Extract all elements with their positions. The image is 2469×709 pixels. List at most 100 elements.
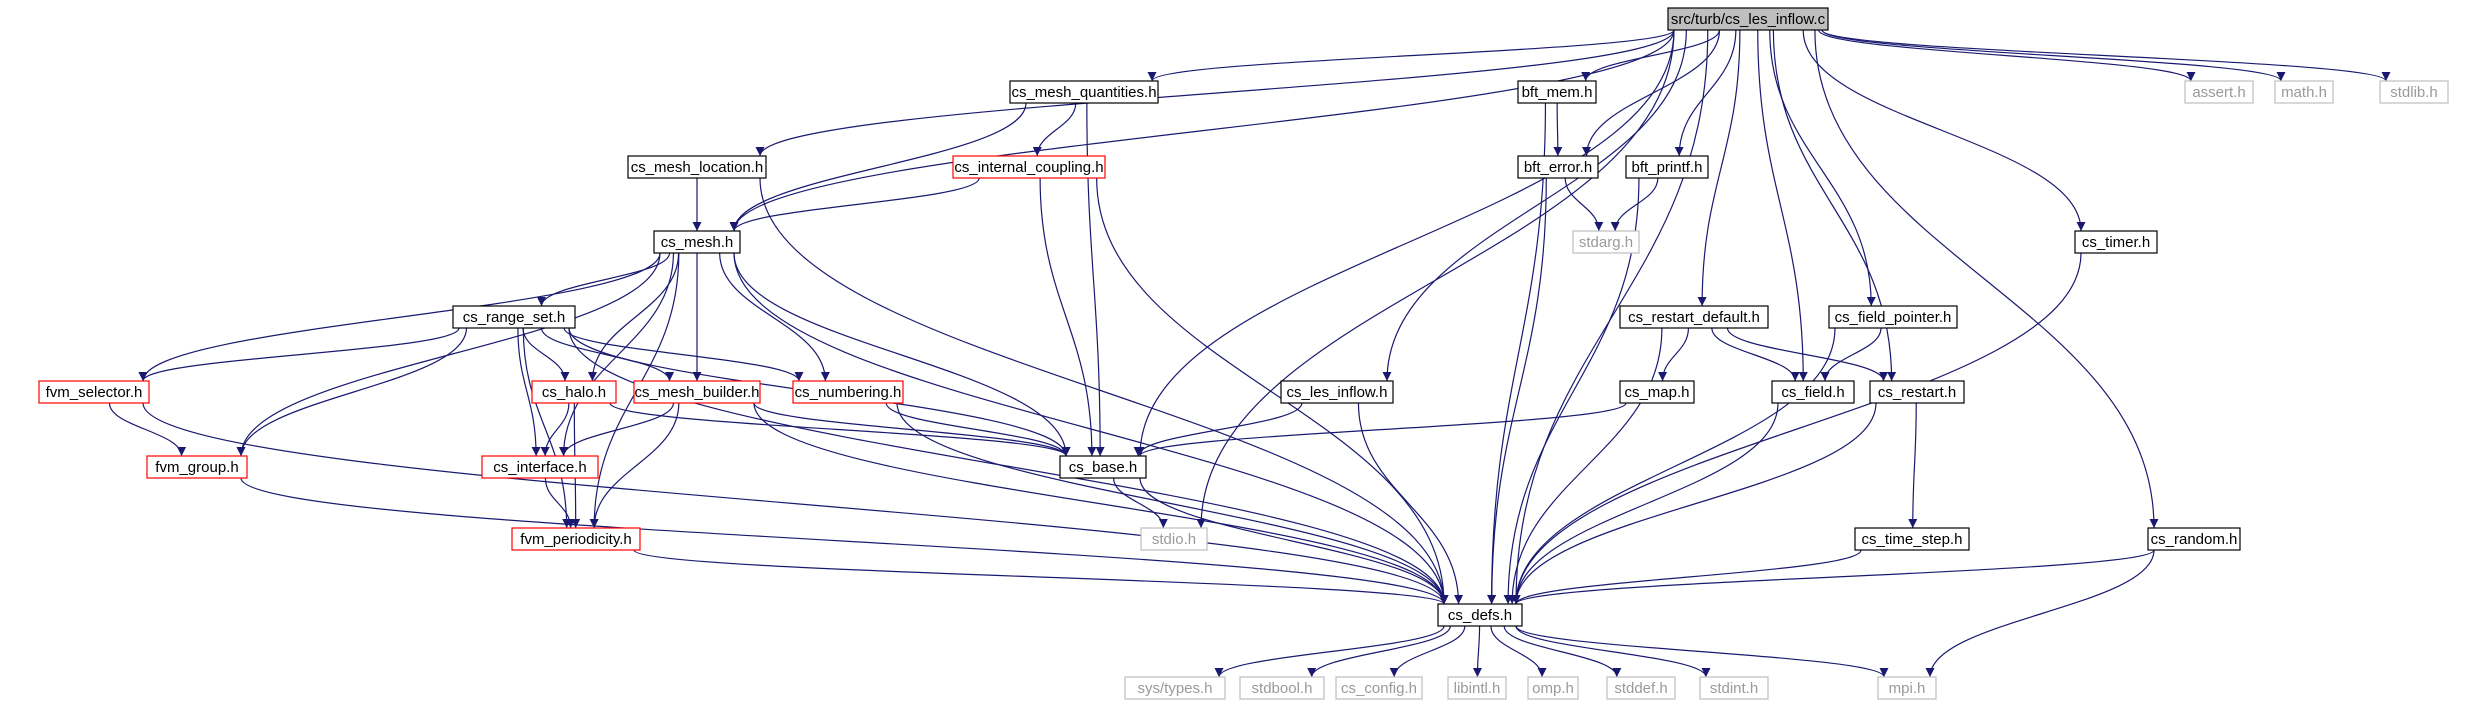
edge-root-to-defs bbox=[1511, 29, 1709, 605]
edge-random-to-defs bbox=[1511, 549, 2155, 605]
node-mesh-quantities[interactable]: cs_mesh_quantities.h bbox=[1009, 80, 1159, 104]
edge-mesh-to-fvm_selector bbox=[138, 252, 661, 382]
node-label: cs_mesh_quantities.h bbox=[1011, 84, 1156, 101]
edge-range_set-to-fvm_periodicity bbox=[522, 327, 572, 529]
node-mesh[interactable]: cs_mesh.h bbox=[653, 230, 741, 254]
edge-base-to-stdio bbox=[1113, 477, 1168, 529]
edge-restart-to-defs bbox=[1511, 402, 1877, 605]
edge-bft_mem-to-bft_error bbox=[1553, 102, 1563, 157]
node-label: cs_time_step.h bbox=[1862, 531, 1963, 548]
edge-timer-to-defs bbox=[1511, 252, 2082, 605]
node-fvm-selector[interactable]: fvm_selector.h bbox=[38, 380, 150, 404]
node-box bbox=[1437, 603, 1523, 627]
node-field[interactable]: cs_field.h bbox=[1771, 380, 1855, 404]
node-mesh-builder[interactable]: cs_mesh_builder.h bbox=[633, 380, 761, 404]
edge-root-to-field_pointer bbox=[1769, 29, 1876, 307]
node-label: cs_random.h bbox=[2151, 531, 2238, 548]
node-box bbox=[1239, 676, 1325, 700]
header-nodes: src/turb/cs_les_inflow.c cs_mesh_location… bbox=[38, 7, 2449, 700]
node-time-step[interactable]: cs_time_step.h bbox=[1854, 527, 1970, 551]
node-stdbool: stdbool.h bbox=[1239, 676, 1325, 700]
edge-root-to-stdlib bbox=[1821, 29, 2391, 82]
node-box bbox=[2147, 527, 2241, 551]
edge-root-to-timer bbox=[1802, 29, 2086, 232]
edge-range_set-to-halo bbox=[522, 327, 570, 382]
edge-fvm_group-to-defs bbox=[240, 477, 1449, 605]
edge-defs-to-sys_types bbox=[1214, 625, 1445, 678]
edge-root-to-base bbox=[1135, 29, 1675, 457]
node-halo[interactable]: cs_halo.h bbox=[531, 380, 617, 404]
node-fvm-group[interactable]: fvm_group.h bbox=[146, 455, 248, 479]
edge-mesh-to-interface bbox=[559, 252, 675, 457]
node-restart-default[interactable]: cs_restart_default.h bbox=[1619, 305, 1769, 329]
node-bft-mem[interactable]: bft_mem.h bbox=[1517, 80, 1597, 104]
node-box bbox=[633, 380, 761, 404]
node-box bbox=[2074, 230, 2158, 254]
node-label: mpi.h bbox=[1889, 680, 1926, 697]
edge-root-to-bft_mem bbox=[1581, 29, 1720, 82]
edge-restart_default-to-restart bbox=[1726, 327, 1888, 382]
node-mesh-location[interactable]: cs_mesh_location.h bbox=[627, 155, 767, 179]
edge-defs-to-stdbool bbox=[1307, 625, 1451, 678]
node-box bbox=[1280, 380, 1394, 404]
node-box bbox=[627, 155, 767, 179]
node-internal-coupling[interactable]: cs_internal_coupling.h bbox=[952, 155, 1106, 179]
node-label: cs_defs.h bbox=[1448, 607, 1512, 624]
node-stdarg: stdarg.h bbox=[1572, 230, 1640, 254]
node-label: cs_halo.h bbox=[542, 384, 606, 401]
edge-mesh-to-halo bbox=[587, 252, 680, 382]
edge-mesh_builder-to-defs bbox=[753, 402, 1449, 605]
edge-fvm_periodicity-to-defs bbox=[633, 549, 1449, 605]
node-timer[interactable]: cs_timer.h bbox=[2074, 230, 2158, 254]
node-box bbox=[38, 380, 150, 404]
node-restart[interactable]: cs_restart.h bbox=[1869, 380, 1965, 404]
edge-root-to-bft_printf bbox=[1674, 29, 1737, 157]
node-box bbox=[1335, 676, 1423, 700]
node-label: cs_mesh_builder.h bbox=[634, 384, 759, 401]
edge-root-to-math bbox=[1821, 29, 2286, 82]
node-map[interactable]: cs_map.h bbox=[1619, 380, 1695, 404]
node-box bbox=[1771, 380, 1855, 404]
edge-mesh_builder-to-base bbox=[753, 402, 1071, 457]
node-root[interactable]: src/turb/cs_les_inflow.c bbox=[1667, 7, 1829, 31]
edge-range_set-to-fvm_group bbox=[236, 327, 468, 457]
node-label: cs_range_set.h bbox=[463, 309, 566, 326]
node-defs[interactable]: cs_defs.h bbox=[1437, 603, 1523, 627]
node-les-inflow[interactable]: cs_les_inflow.h bbox=[1280, 380, 1394, 404]
node-base[interactable]: cs_base.h bbox=[1059, 455, 1147, 479]
edge-bft_printf-to-stdarg bbox=[1610, 177, 1659, 232]
node-fvm-periodicity[interactable]: fvm_periodicity.h bbox=[511, 527, 641, 551]
node-label: stdbool.h bbox=[1252, 680, 1313, 697]
node-interface[interactable]: cs_interface.h bbox=[481, 455, 599, 479]
node-bft-printf[interactable]: bft_printf.h bbox=[1625, 155, 1709, 179]
edge-numbering-to-base bbox=[885, 402, 1071, 457]
node-box bbox=[1124, 676, 1226, 700]
node-box bbox=[511, 527, 641, 551]
node-math: math.h bbox=[2274, 80, 2334, 104]
node-box bbox=[1869, 380, 1965, 404]
edge-numbering-to-defs bbox=[896, 402, 1449, 605]
edge-fvm_selector-to-defs bbox=[142, 402, 1449, 605]
node-label: sys/types.h bbox=[1137, 680, 1212, 697]
node-bft-error[interactable]: bft_error.h bbox=[1517, 155, 1599, 179]
node-box bbox=[2379, 80, 2449, 104]
node-label: bft_mem.h bbox=[1522, 84, 1593, 101]
node-box bbox=[1517, 155, 1599, 179]
node-numbering[interactable]: cs_numbering.h bbox=[792, 380, 904, 404]
edge-bft_error-to-stdarg bbox=[1564, 177, 1604, 232]
node-stdio: stdio.h bbox=[1140, 527, 1208, 551]
edge-range_set-to-fvm_selector bbox=[138, 327, 460, 382]
node-box bbox=[2184, 80, 2254, 104]
node-label: cs_les_inflow.h bbox=[1287, 384, 1388, 401]
node-label: cs_timer.h bbox=[2082, 234, 2150, 251]
node-random[interactable]: cs_random.h bbox=[2147, 527, 2241, 551]
node-label: cs_mesh_location.h bbox=[631, 159, 764, 176]
node-label: stddef.h bbox=[1614, 680, 1667, 697]
node-box bbox=[1009, 80, 1159, 104]
node-box bbox=[1699, 676, 1769, 700]
node-range-set[interactable]: cs_range_set.h bbox=[452, 305, 576, 329]
node-stddef: stddef.h bbox=[1606, 676, 1676, 700]
node-label: cs_internal_coupling.h bbox=[954, 159, 1103, 176]
node-field-pointer[interactable]: cs_field_pointer.h bbox=[1828, 305, 1958, 329]
node-label: libintl.h bbox=[1454, 680, 1501, 697]
